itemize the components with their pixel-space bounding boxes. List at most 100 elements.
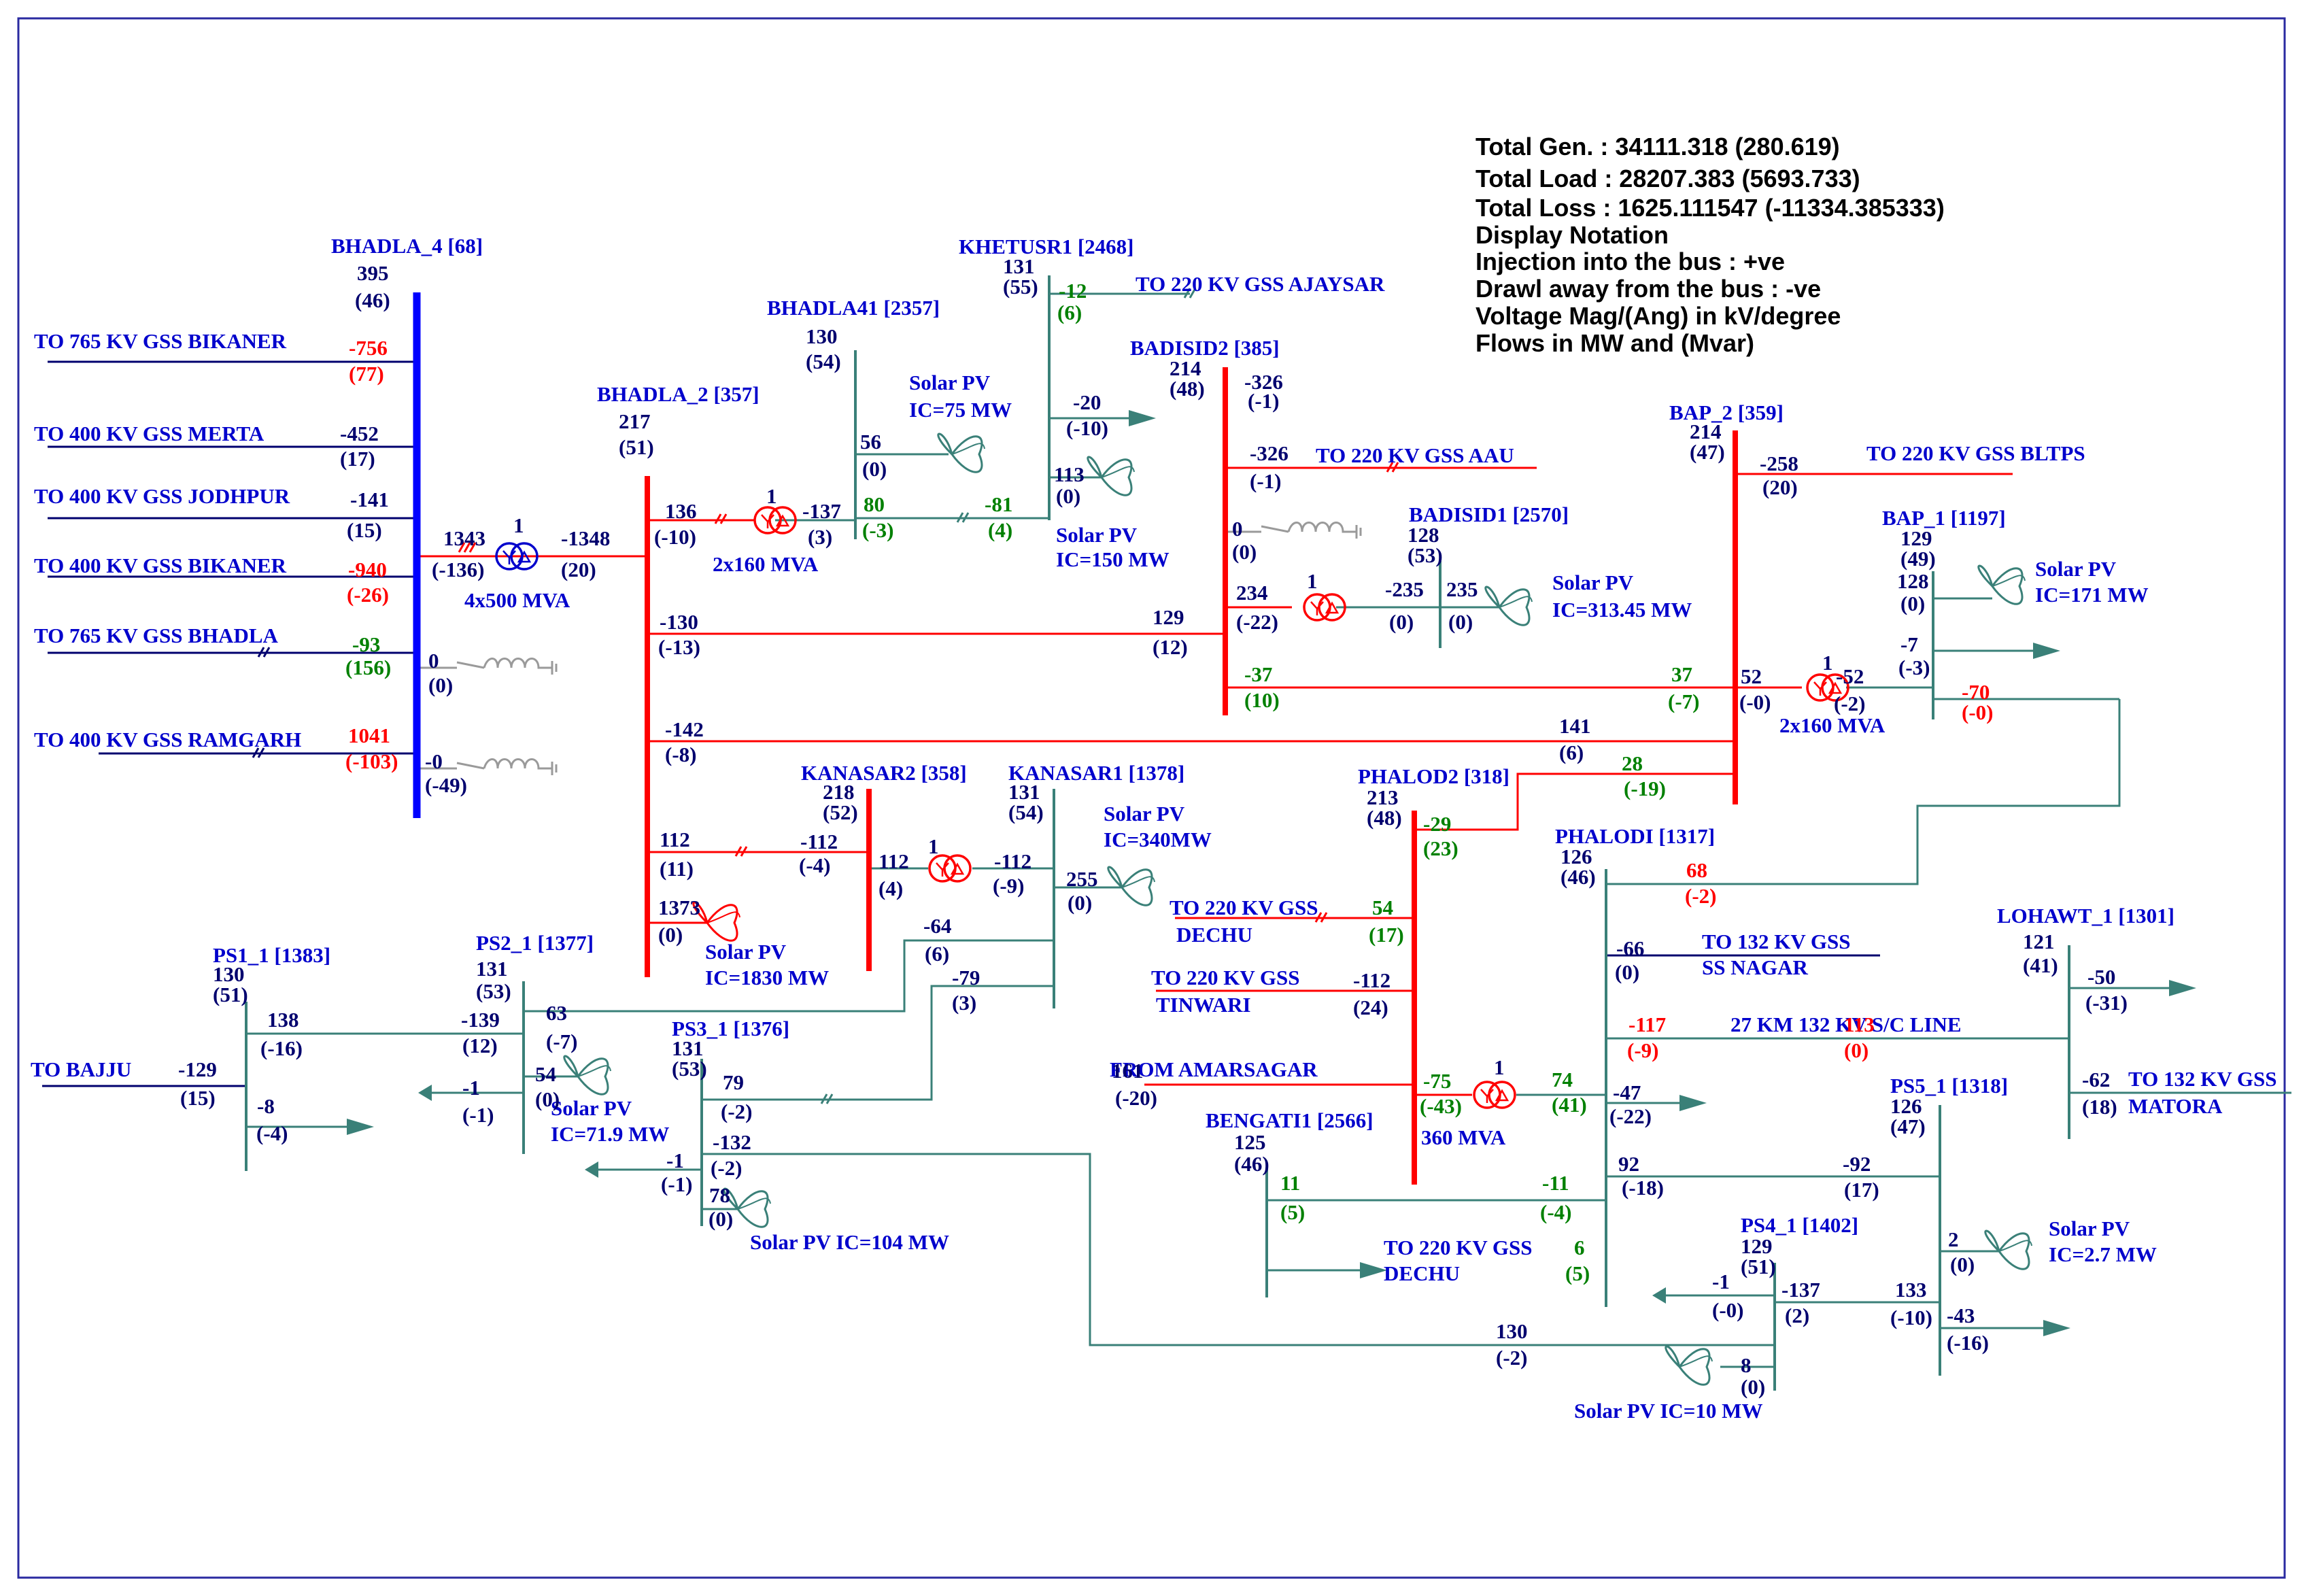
bus-angle-phalodi: (46): [1560, 865, 1596, 889]
flow-value: (5): [1280, 1200, 1305, 1224]
flow-value: (-10): [1066, 416, 1108, 440]
flow-value: (-16): [260, 1036, 303, 1060]
flow-value: (4): [988, 518, 1012, 542]
bus-voltage-bap2: 214: [1690, 420, 1722, 443]
flow-value: 56: [860, 430, 881, 454]
line-label: DECHU: [1176, 923, 1252, 947]
flow-value: -11: [1542, 1171, 1569, 1195]
flow-value: (12): [1153, 635, 1188, 659]
flow-value: -940: [348, 558, 387, 581]
flow-value: (-9): [993, 874, 1024, 898]
flow-value: -62: [2082, 1068, 2110, 1091]
flow-value: -137: [802, 499, 841, 523]
bus-name-kanasar2: KANASAR2 [358]: [801, 761, 967, 785]
flow-value: (-49): [425, 773, 467, 797]
flow-value: (20): [1762, 475, 1798, 499]
flow-value: (0): [1615, 960, 1639, 984]
breaker-marks: [252, 288, 1399, 1104]
equipment-label: IC=313.45 MW: [1552, 598, 1692, 622]
flow-value: 112: [878, 849, 909, 873]
flow-value: (3): [952, 991, 976, 1015]
flow-value: (-16): [1947, 1331, 1989, 1355]
line-label: FROM AMARSAGAR: [1110, 1057, 1318, 1081]
flow-value: (6): [1057, 301, 1082, 324]
equipment-label: Solar PV: [1104, 802, 1185, 826]
equipment-label: 4x500 MVA: [464, 588, 570, 612]
flow-value: 63: [546, 1001, 567, 1025]
equipment-label: Solar PV IC=104 MW: [750, 1230, 949, 1254]
bus-voltage-kanasar1: 131: [1008, 780, 1040, 804]
flow-value: -12: [1059, 279, 1087, 303]
flow-value: -1348: [561, 526, 610, 550]
flow-value: (5): [1565, 1261, 1590, 1285]
flow-value: (17): [1369, 923, 1404, 947]
legend-notes: Total Gen. : 34111.318 (280.619)Total Lo…: [1475, 133, 1945, 357]
flow-value: 79: [723, 1070, 744, 1094]
flow-value: (-4): [1540, 1200, 1571, 1224]
flow-value: (-7): [1668, 690, 1699, 713]
bus-angle-bap1: (49): [1900, 547, 1936, 571]
flow-value: (0): [1448, 610, 1473, 634]
flow-value: (6): [925, 942, 949, 966]
flow-value: (0): [1056, 484, 1080, 508]
connections: [42, 292, 2291, 1368]
load-arrow-icon: [347, 410, 2196, 1336]
bus-voltage-ps1: 130: [213, 962, 245, 986]
bus-name-phalodi: PHALODI [1317]: [1555, 824, 1715, 848]
flow-value: 1373: [658, 896, 700, 919]
bus-name-kanasar1: KANASAR1 [1378]: [1008, 761, 1184, 785]
flow-value: -0: [425, 749, 443, 773]
flow-value: -66: [1616, 936, 1644, 960]
legend-note: Drawl away from the bus : -ve: [1475, 275, 1821, 303]
flow-value: 0: [1232, 517, 1243, 541]
flow-value: 28: [1622, 751, 1643, 775]
flow-value: 136: [665, 499, 697, 523]
flow-value: -81: [985, 492, 1012, 516]
flow-value: 52: [1741, 664, 1762, 688]
flow-value: (23): [1423, 836, 1458, 860]
flow-value: 68: [1686, 858, 1707, 882]
bus-voltage-badisid2: 214: [1170, 356, 1201, 380]
flow-value: (-3): [862, 518, 893, 542]
flow-value: -7: [1900, 632, 1918, 656]
flow-value: -52: [1836, 664, 1864, 688]
frame: [17, 17, 2286, 1579]
flow-value: -43: [1947, 1304, 1975, 1327]
line-label: TO 220 KV GSS: [1170, 896, 1318, 919]
bus-voltage-ps4: 129: [1741, 1234, 1773, 1258]
flow-value: (0): [709, 1207, 733, 1231]
bus-voltage-bap1: 129: [1900, 526, 1932, 550]
flow-value: (-2): [1496, 1346, 1527, 1370]
flow-value: 78: [709, 1183, 730, 1207]
flow-value: 235: [1446, 577, 1478, 601]
flow-value: -117: [1628, 1013, 1666, 1036]
transformer-tap: 1: [1822, 651, 1833, 675]
flow-value: (0): [535, 1087, 560, 1111]
flow-value: 133: [1895, 1278, 1927, 1302]
flow-value: -756: [349, 336, 388, 360]
line-label: TO 765 KV GSS BIKANER: [34, 329, 287, 353]
equipment-label: IC=150 MW: [1056, 547, 1170, 571]
flow-value: -93: [352, 632, 380, 656]
bus-name-badisid1: BADISID1 [2570]: [1409, 503, 1569, 526]
flow-value: -142: [665, 717, 704, 741]
line-label: TO 400 KV GSS MERTA: [34, 422, 265, 445]
bus-angle-kanasar1: (54): [1008, 800, 1044, 824]
line-label: TINWARI: [1156, 993, 1251, 1017]
equipment-label: 2x160 MVA: [1779, 713, 1886, 737]
bus-name-ps1: PS1_1 [1383]: [213, 943, 330, 967]
flow-value: 234: [1236, 581, 1268, 605]
bus-voltage-lohawt1: 121: [2023, 930, 2055, 953]
flow-value: 1041: [348, 724, 390, 747]
bus-voltage-phalodi: 126: [1560, 845, 1592, 868]
flow-value: (-43): [1420, 1094, 1462, 1118]
bus-name-ps3: PS3_1 [1376]: [672, 1017, 789, 1040]
flow-value: (-0): [1712, 1298, 1743, 1322]
flow-value: (0): [862, 457, 887, 481]
bus-angle-lohawt1: (41): [2023, 953, 2058, 977]
flow-value: -64: [923, 914, 951, 938]
equipment-label: 360 MVA: [1421, 1125, 1506, 1149]
bus-name-bap1: BAP_1 [1197]: [1882, 506, 2006, 530]
bus-angle-phalod2: (48): [1367, 806, 1402, 830]
